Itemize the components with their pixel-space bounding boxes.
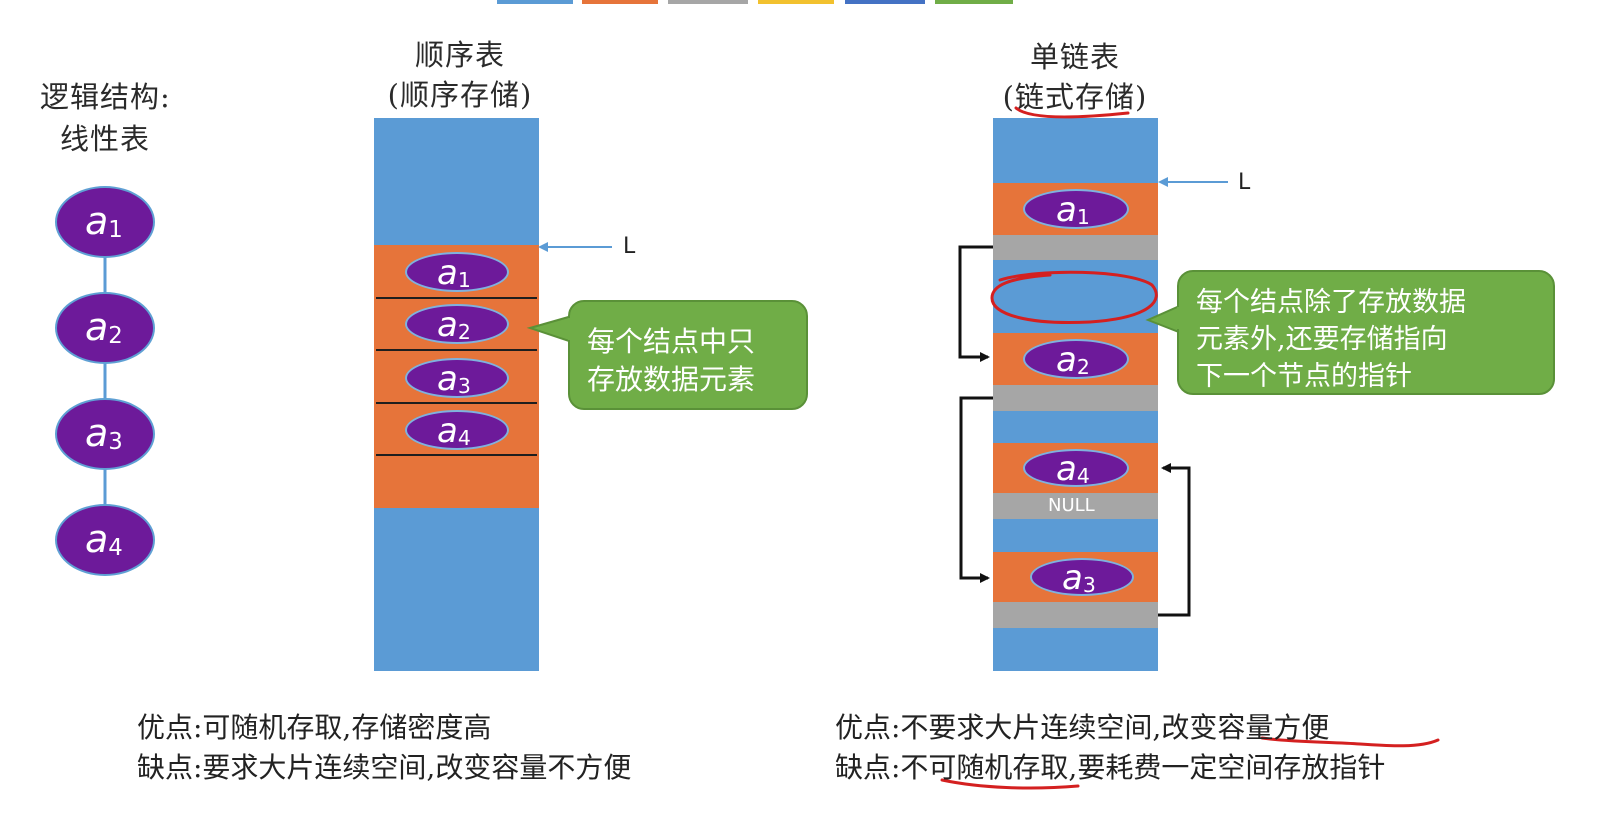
linked-cell-a1-label: a1 [1056,190,1090,230]
logical-structure-title-line2: 线性表 [60,122,151,156]
top-color-tab-orange [582,0,658,4]
sequential-pros: 优点:可随机存取,存储密度高 [137,711,492,744]
sequential-cell-divider [376,349,537,351]
sequential-title: 顺序表 [414,38,505,72]
top-color-tab-yellow [758,0,834,4]
sequential-callout-line2: 存放数据元素 [587,363,756,396]
sequential-cell-a1-label: a1 [437,253,471,293]
linked-head-pointer-label: L [1238,170,1251,195]
linked-node-next-a2 [993,385,1158,411]
linked-cell-a3: a3 [1030,558,1134,596]
top-color-tab-blue [497,0,573,4]
sequential-subtitle: (顺序存储) [387,78,533,112]
logical-structure-title: 逻辑结构: 线性表 [40,74,171,158]
sequential-cell-a2-label: a2 [437,305,471,345]
top-color-tab-green [935,0,1013,4]
logical-node-connectors [103,250,107,510]
linked-null-label: NULL [1048,495,1095,516]
sequential-head-pointer-label: L [623,234,636,259]
linked-callout-tail-cover [1177,307,1183,329]
linked-pros: 优点:不要求大片连续空间,改变容量方便 [835,711,1330,744]
linked-cell-a2-label: a2 [1056,340,1090,380]
sequential-cell-a2: a2 [405,304,509,344]
logical-node-a2-label: a2 [85,305,123,350]
sequential-cell-a4-label: a4 [437,411,471,451]
sequential-cell-divider [376,454,537,456]
sequential-cell-divider [376,297,537,299]
logical-node-a4-label: a4 [85,517,123,562]
linked-callout-line1: 每个结点除了存放数据 [1196,287,1466,318]
top-color-tab-darkblue [845,0,925,4]
sequential-callout-line1: 每个结点中只 [587,325,756,358]
linked-next-pointer-arrows [958,245,1191,617]
logical-node-a4: a4 [55,504,155,576]
linked-cell-a1: a1 [1023,189,1129,229]
logical-node-a3-label: a3 [85,411,123,456]
sequential-cell-a4: a4 [405,410,509,450]
linked-cons: 缺点:不可随机存取,要耗费一定空间存放指针 [835,751,1386,784]
linked-cell-a2: a2 [1023,339,1129,379]
sequential-cell-a3: a3 [405,358,509,398]
linked-node-next-a3 [993,602,1158,628]
sequential-head-pointer-arrow [538,242,612,252]
logical-structure-title-line1: 逻辑结构: [40,80,171,114]
sequential-cell-a3-label: a3 [437,359,471,399]
sequential-callout: 每个结点中只 存放数据元素 [568,300,808,410]
linked-title: 单链表 [1029,40,1120,74]
top-color-tab-gray [668,0,748,4]
logical-node-a3: a3 [55,398,155,470]
linked-node-next-a4 [993,493,1158,519]
linked-cell-a3-label: a3 [1062,558,1096,598]
sequential-cell-a1: a1 [405,252,509,292]
linked-cell-a4-label: a4 [1056,449,1090,489]
logical-node-a1-label: a1 [85,199,123,244]
sequential-cons: 缺点:要求大片连续空间,改变容量不方便 [137,751,632,784]
linked-subtitle: (链式存储) [1002,80,1148,114]
logical-node-a2: a2 [55,292,155,364]
logical-node-a1: a1 [55,186,155,258]
linked-callout-line2: 元素外,还要存储指向 [1196,324,1448,355]
linked-callout: 每个结点除了存放数据 元素外,还要存储指向 下一个节点的指针 [1177,270,1555,395]
linked-cell-a4: a4 [1023,449,1129,487]
linked-callout-line3: 下一个节点的指针 [1196,361,1412,392]
sequential-cell-divider [376,402,537,404]
linked-node-next-a1 [993,235,1158,260]
linked-head-pointer-arrow [1158,177,1228,187]
sequential-callout-tail-cover [568,318,574,340]
